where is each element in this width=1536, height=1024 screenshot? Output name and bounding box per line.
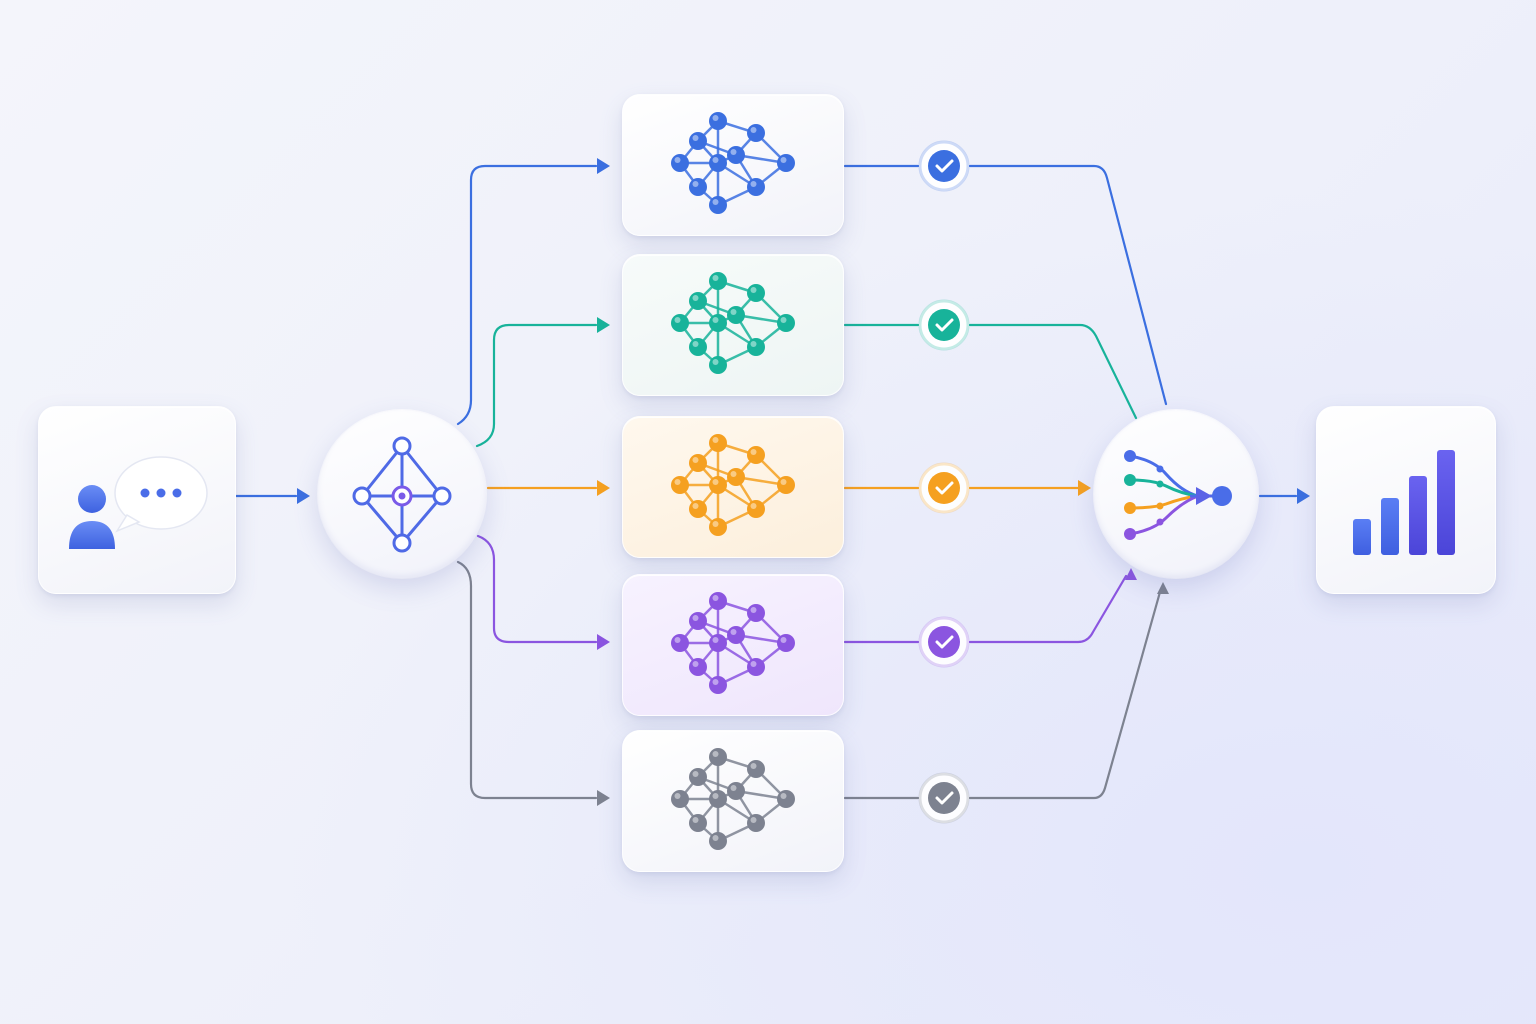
network-node	[709, 676, 727, 694]
model-card-purple[interactable]	[622, 574, 844, 716]
network-node	[727, 782, 745, 800]
network-node	[747, 500, 765, 518]
model-card-orange[interactable]	[622, 416, 844, 558]
check-circle-icon	[918, 772, 970, 824]
arrow-head	[297, 488, 310, 504]
arrow-head	[597, 634, 610, 650]
bar-chart-icon	[1353, 450, 1455, 555]
network-node	[671, 634, 689, 652]
connector-router-teal	[475, 323, 598, 448]
network-node	[777, 154, 795, 172]
input-tile[interactable]	[38, 406, 236, 594]
connector-purple-aggregator	[968, 574, 1128, 644]
arrow-head	[1157, 582, 1169, 594]
neural-network-icon	[671, 434, 795, 536]
network-node	[689, 454, 707, 472]
network-node	[689, 178, 707, 196]
network-node	[689, 768, 707, 786]
model-card-teal[interactable]	[622, 254, 844, 396]
network-node	[747, 814, 765, 832]
network-node	[709, 748, 727, 766]
network-node	[709, 112, 727, 130]
network-node	[709, 434, 727, 452]
network-node	[671, 314, 689, 332]
network-node	[727, 468, 745, 486]
network-node	[709, 518, 727, 536]
network-node	[709, 196, 727, 214]
network-node	[777, 314, 795, 332]
network-node	[747, 178, 765, 196]
network-node	[727, 306, 745, 324]
connector-router-blue	[456, 164, 598, 426]
network-node	[777, 790, 795, 808]
neural-network-icon	[671, 592, 795, 694]
network-node	[709, 634, 727, 652]
network-node	[727, 626, 745, 644]
network-node	[709, 476, 727, 494]
router-network-icon	[352, 436, 452, 553]
network-node	[747, 658, 765, 676]
network-node	[747, 338, 765, 356]
neural-network-icon	[671, 272, 795, 374]
network-node	[747, 284, 765, 302]
user-chat-icon	[69, 456, 208, 549]
router-node[interactable]	[318, 410, 486, 578]
connectors	[234, 140, 1310, 824]
network-node	[709, 790, 727, 808]
network-node	[689, 658, 707, 676]
network-node	[671, 790, 689, 808]
neural-network-icon	[671, 748, 795, 850]
check-circle-icon	[918, 616, 970, 668]
connector-router-purple	[476, 534, 598, 644]
network-node	[689, 612, 707, 630]
network-node	[747, 604, 765, 622]
arrow-head	[597, 790, 610, 806]
network-node	[689, 814, 707, 832]
arrow-head	[1125, 568, 1137, 580]
network-node	[709, 314, 727, 332]
arrow-head	[597, 158, 610, 174]
check-circle-icon	[918, 299, 970, 351]
network-node	[709, 356, 727, 374]
arrow-head	[597, 480, 610, 496]
aggregator-node[interactable]	[1094, 410, 1258, 578]
network-node	[709, 272, 727, 290]
network-node	[777, 476, 795, 494]
connector-blue-aggregator	[968, 164, 1168, 406]
connector-gray-aggregator	[968, 590, 1162, 800]
check-circle-icon	[918, 140, 970, 192]
network-node	[709, 154, 727, 172]
check-circle-icon	[918, 462, 970, 514]
arrow-head	[1078, 480, 1091, 496]
network-node	[709, 592, 727, 610]
neural-network-icon	[671, 112, 795, 214]
network-node	[689, 132, 707, 150]
connector-router-gray	[456, 560, 598, 800]
network-node	[689, 338, 707, 356]
network-node	[747, 446, 765, 464]
network-node	[747, 760, 765, 778]
output-tile[interactable]	[1316, 406, 1496, 594]
network-node	[671, 154, 689, 172]
connector-teal-aggregator	[968, 323, 1138, 420]
network-node	[747, 124, 765, 142]
network-node	[689, 292, 707, 310]
model-card-blue[interactable]	[622, 94, 844, 236]
network-node	[689, 500, 707, 518]
network-node	[727, 146, 745, 164]
network-node	[709, 832, 727, 850]
merge-funnel-icon	[1124, 450, 1232, 540]
arrow-head	[1297, 488, 1310, 504]
network-node	[777, 634, 795, 652]
arrow-head	[597, 317, 610, 333]
model-card-gray[interactable]	[622, 730, 844, 872]
network-node	[671, 476, 689, 494]
